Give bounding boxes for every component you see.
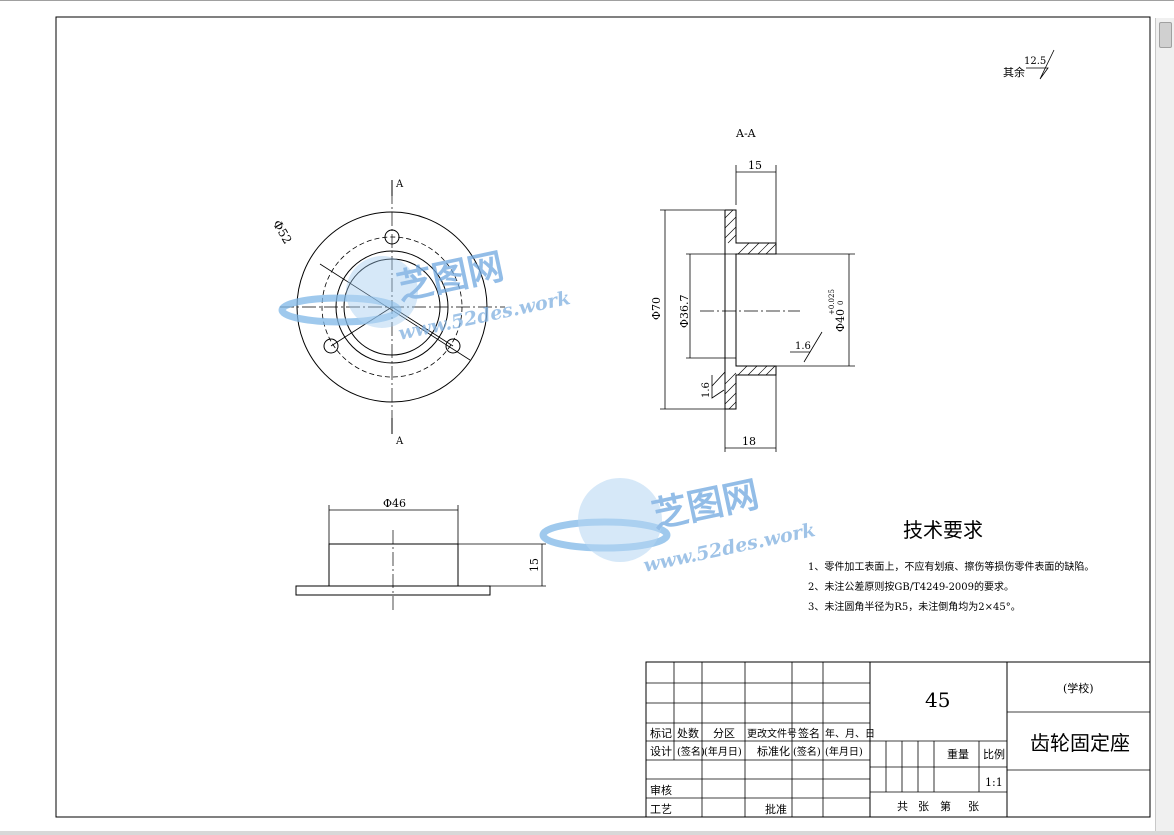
tech-requirements: 技术要求 1、零件加工表面上，不应有划痕、擦伤等损伤零件表面的缺陷。 2、未注公… <box>808 518 1094 613</box>
design-label: 设计 <box>650 745 672 758</box>
header-sign: 签名 <box>798 726 820 740</box>
tech-req-item-2: 2、未注公差原则按GB/T4249-2009的要求。 <box>808 580 1014 593</box>
hub-body <box>328 543 459 587</box>
roughness-other-symbol: 其余 12.5 <box>1003 49 1055 80</box>
watermark-brand-2: 芝图网 <box>648 473 762 537</box>
school-label: (学校) <box>1063 681 1094 695</box>
dim-phi52: Φ52 <box>270 218 295 247</box>
material-label: 45 <box>925 688 950 712</box>
bolt-hole-left <box>323 338 339 354</box>
part-name: 齿轮固定座 <box>1030 731 1130 755</box>
sheet-no-label: 第 <box>940 799 951 813</box>
sheets-total-unit: 张 <box>918 800 929 813</box>
hole-radial-line-right <box>391 306 454 347</box>
watermark-globe-icon-2 <box>578 478 662 562</box>
title-block-frame <box>645 661 1151 818</box>
scale-label: 比例 <box>983 747 1005 761</box>
roughness-other-icon <box>1026 49 1055 80</box>
hole-radial-line-left <box>330 306 393 347</box>
watermark-globe-ring-icon <box>278 294 402 326</box>
header-zone: 分区 <box>713 727 735 740</box>
header-date: 年、月、日 <box>825 727 875 740</box>
scrollbar-thumb[interactable] <box>1159 22 1172 48</box>
standardization-label: 标准化 <box>757 744 790 758</box>
header-count: 处数 <box>677 727 699 740</box>
roughness-face-icon <box>711 375 725 399</box>
cut-label-bottom: A <box>395 436 404 447</box>
sheet-no-unit: 张 <box>968 800 979 813</box>
roughness-other-label: 其余 <box>1003 65 1025 79</box>
watermark-2: 芝图网 www.52des.work <box>539 473 817 577</box>
watermark-brand: 芝图网 <box>393 245 507 309</box>
standardization-date: (年月日) <box>825 745 863 758</box>
vertical-scrollbar[interactable] <box>1155 18 1174 831</box>
watermark-globe-ring-icon-2 <box>539 518 671 552</box>
title-block: 45 (学校) 齿轮固定座 标记 处数 分区 更改文件号 签名 年、月、日 设计… <box>645 661 1151 818</box>
watermark-globe-icon <box>346 256 418 328</box>
header-change-doc: 更改文件号 <box>747 727 797 740</box>
section-label: A-A <box>735 127 757 140</box>
review-label: 审核 <box>650 783 672 797</box>
tech-req-item-1: 1、零件加工表面上，不应有划痕、擦伤等损伤零件表面的缺陷。 <box>808 560 1094 573</box>
sheets-total-label: 共 <box>897 800 908 813</box>
roughness-other-value: 12.5 <box>1024 56 1046 67</box>
roughness-inner-value: 1.6 <box>795 341 811 352</box>
dim-phi40-tol-upper: +0.025 <box>828 289 836 315</box>
dim-phi40-tol-lower: 0 <box>837 301 845 305</box>
approve-label: 批准 <box>765 802 787 816</box>
tech-req-item-3: 3、未注圆角半径为R5，未注倒角均为2×45°。 <box>808 600 1021 613</box>
dim-18-bottom: 18 <box>742 435 756 448</box>
weight-label: 重量 <box>947 747 969 761</box>
side-view: Φ46 15 <box>295 497 546 612</box>
drawing-frame <box>55 16 1151 818</box>
dim-phi36-7: Φ36.7 <box>678 294 691 328</box>
roughness-face-value: 1.6 <box>701 382 712 398</box>
cut-label-top: A <box>395 179 404 190</box>
dim-phi40: Φ40 <box>834 309 847 332</box>
dim-phi70: Φ70 <box>650 297 663 320</box>
header-mark: 标记 <box>650 726 672 740</box>
roughness-inner-icon <box>790 331 823 363</box>
dim-phi46: Φ46 <box>383 497 406 510</box>
section-hatch <box>724 209 777 410</box>
dim-15-side: 15 <box>528 558 541 572</box>
design-date: (年月日) <box>704 745 742 758</box>
standardization-sign: (签名) <box>793 745 821 758</box>
design-sign: (签名) <box>677 745 705 758</box>
process-label: 工艺 <box>650 803 672 816</box>
scale-value: 1:1 <box>985 776 1003 789</box>
section-outline <box>724 209 777 410</box>
bolt-hole-right <box>445 338 461 354</box>
roughness-face-symbol: 1.6 <box>701 371 726 399</box>
tech-req-title: 技术要求 <box>903 518 983 542</box>
section-view: A-A 15 18 <box>650 127 855 452</box>
roughness-inner-symbol: 1.6 <box>790 331 823 363</box>
dim-15-top: 15 <box>748 159 762 172</box>
